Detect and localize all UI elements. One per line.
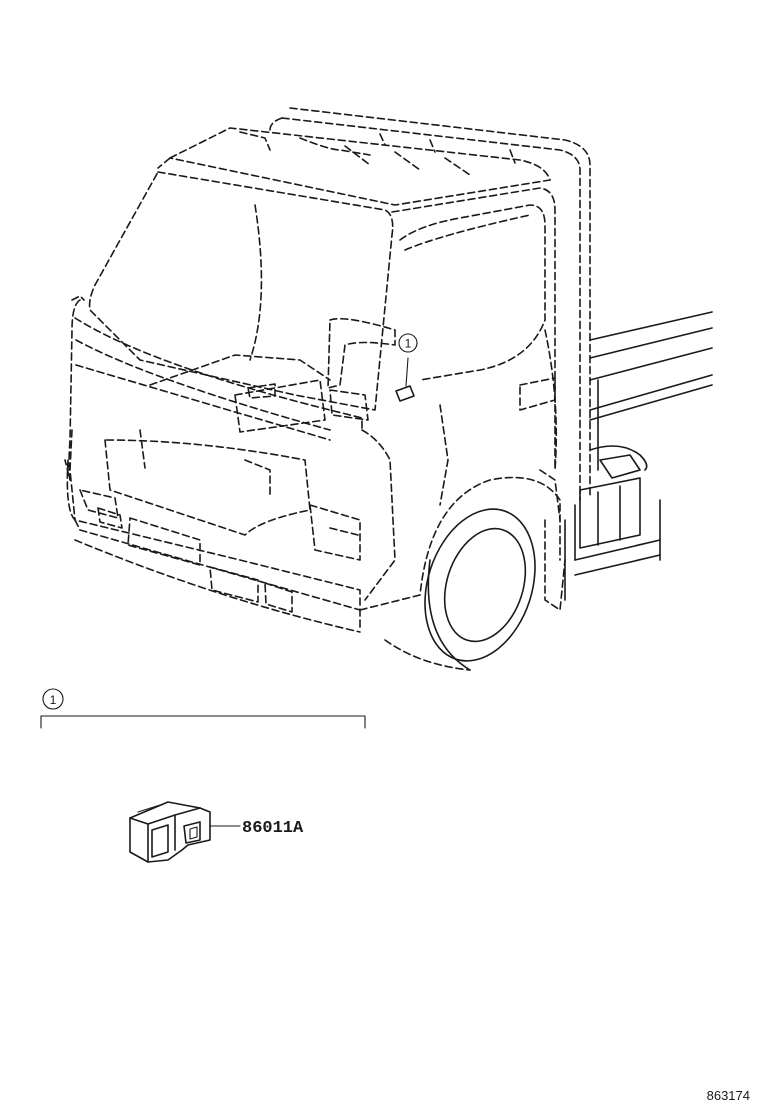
part-group-header: 1 bbox=[40, 688, 366, 729]
figure-number: 863174 bbox=[707, 1088, 750, 1103]
front-fascia bbox=[64, 295, 363, 536]
roof-frame bbox=[269, 107, 591, 501]
part-number-label: 86011A bbox=[242, 819, 304, 838]
windshield bbox=[88, 171, 394, 411]
part-group-bracket bbox=[40, 715, 366, 729]
callout-number-truck: 1 bbox=[405, 337, 412, 351]
cab-side bbox=[361, 404, 566, 611]
switch-part-drawing bbox=[129, 801, 241, 863]
front-bumper bbox=[66, 459, 361, 633]
callout-number-legend: 1 bbox=[50, 693, 57, 707]
front-wheel bbox=[359, 476, 561, 671]
side-mirror bbox=[327, 317, 396, 421]
interior bbox=[149, 354, 331, 433]
truck-illustration: 1 bbox=[64, 107, 713, 671]
truck-bed bbox=[564, 311, 713, 601]
headlight bbox=[309, 504, 361, 561]
switch-location-marker: 1 bbox=[395, 333, 418, 402]
callout-circle-legend bbox=[42, 688, 64, 710]
callout-circle-truck bbox=[398, 333, 418, 353]
door bbox=[391, 187, 558, 471]
cab-roof bbox=[157, 127, 551, 206]
